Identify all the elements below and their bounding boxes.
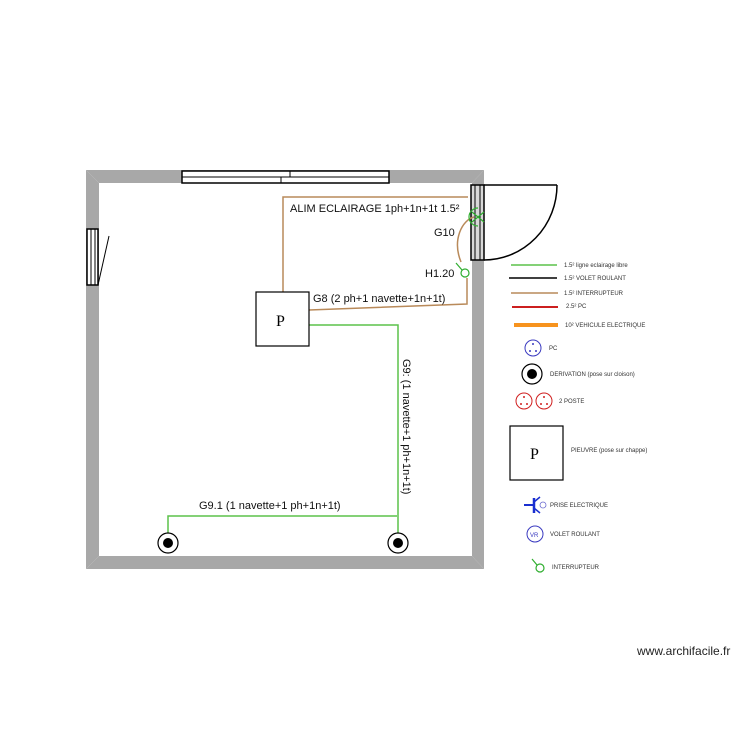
vr-icon-text: VR — [530, 533, 539, 539]
switch-icon[interactable] — [455, 262, 470, 278]
g8-label: G8 (2 ph+1 navette+1n+1t) — [313, 293, 445, 305]
pieuvre-box[interactable] — [255, 291, 310, 347]
g10-label: G10 — [434, 227, 455, 239]
legend-pieuvre-letter: P — [530, 446, 539, 463]
alim-eclairage-label: ALIM ECLAIRAGE 1ph+1n+1t 1.5² — [290, 203, 460, 215]
derivation-icon — [521, 363, 543, 385]
legend-symbol-label: INTERRUPTEUR — [552, 565, 600, 571]
socket-icon — [524, 339, 542, 357]
g8-wire — [308, 278, 468, 311]
legend-symbol-label: PIEUVRE (pose sur chappe) — [571, 448, 647, 454]
legend-line-label: 10² VEHICULE ELECTRIQUE — [565, 323, 645, 329]
legend-line-label: 1.5² VOLET ROULANT — [564, 276, 626, 282]
double-socket-icon — [515, 392, 553, 410]
legend-symbol-label: PRISE ELECTRIQUE — [550, 503, 608, 509]
legend-symbol-label: VOLET ROULANT — [550, 532, 600, 538]
g9-label: G9: (1 navette+1 ph+1n+1t) — [400, 359, 412, 494]
g91-label: G9.1 (1 navette+1 ph+1n+1t) — [199, 500, 341, 512]
watermark[interactable]: www.archifacile.fr — [637, 644, 731, 658]
legend-symbol-label: PC — [549, 346, 558, 352]
wall-light-icon[interactable] — [468, 207, 485, 227]
pieuvre-letter: P — [276, 313, 285, 330]
legend-symbol-label: DERIVATION (pose sur cloison) — [550, 372, 635, 378]
legend-line-label: 2.5² PC — [566, 304, 587, 310]
legend-line-label: 1.5² INTERRUPTEUR — [564, 291, 624, 297]
right-door[interactable] — [470, 184, 558, 261]
left-window[interactable] — [86, 228, 110, 286]
legend-symbol-label: 2 POSTE — [559, 399, 584, 405]
switch-icon — [531, 558, 545, 573]
h120-label: H1.20 — [425, 268, 454, 280]
legend-line-label: 1.5² ligne eclairage libre — [564, 263, 628, 269]
g9-wire — [167, 324, 399, 535]
pieuvre-icon — [509, 425, 564, 481]
derivation-icon[interactable] — [157, 532, 179, 554]
alim-eclairage-wire — [282, 196, 475, 292]
legend-lines — [509, 264, 558, 327]
prise-icon — [524, 496, 547, 514]
top-window[interactable] — [181, 170, 390, 184]
vr-icon — [526, 525, 544, 543]
derivation-icon[interactable] — [387, 532, 409, 554]
